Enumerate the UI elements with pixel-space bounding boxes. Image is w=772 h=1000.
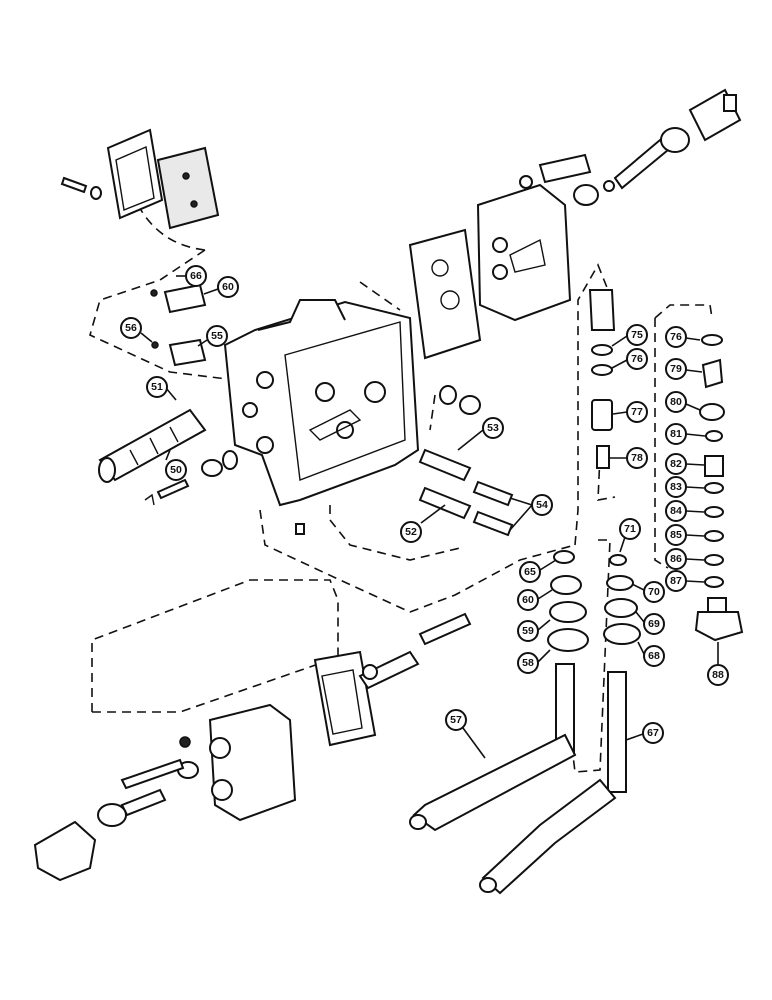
spool-assembly xyxy=(98,408,238,506)
callout-58: 58 xyxy=(517,649,551,674)
callout-78: 78 xyxy=(610,447,648,469)
callout-83: 83 xyxy=(665,476,705,498)
callout-51: 51 xyxy=(146,376,177,401)
callout-80: 80 xyxy=(665,391,701,413)
svg-text:67: 67 xyxy=(647,727,659,739)
callout-54: 54 xyxy=(509,494,553,531)
svg-text:59: 59 xyxy=(522,625,534,637)
svg-text:54: 54 xyxy=(536,499,548,511)
control-levers xyxy=(409,663,627,895)
callout-71: 71 xyxy=(619,518,641,553)
svg-text:88: 88 xyxy=(712,669,724,681)
svg-text:86: 86 xyxy=(670,553,682,565)
callout-85: 85 xyxy=(665,524,705,546)
cover-plate-assembly xyxy=(60,128,220,230)
callout-labels: 66 60 56 55 51 50 53 xyxy=(120,265,729,759)
svg-text:57: 57 xyxy=(450,714,462,726)
callout-55: 55 xyxy=(197,325,228,347)
callout-84: 84 xyxy=(665,500,705,522)
svg-text:50: 50 xyxy=(170,464,182,476)
callout-82: 82 xyxy=(665,453,705,475)
svg-text:66: 66 xyxy=(190,270,202,282)
svg-text:80: 80 xyxy=(670,396,682,408)
callout-76a: 76 xyxy=(611,348,648,370)
svg-text:77: 77 xyxy=(631,406,643,418)
callout-88: 88 xyxy=(707,642,729,686)
svg-text:55: 55 xyxy=(211,330,223,342)
svg-text:51: 51 xyxy=(151,381,163,393)
callout-76b: 76 xyxy=(665,326,701,348)
svg-text:70: 70 xyxy=(648,586,660,598)
callout-66: 66 xyxy=(176,265,207,287)
callout-68: 68 xyxy=(637,641,665,667)
assembly-guide-lines xyxy=(89,204,713,773)
callout-59: 59 xyxy=(517,619,551,642)
callout-86: 86 xyxy=(665,548,705,570)
callout-50: 50 xyxy=(165,449,187,481)
svg-text:75: 75 xyxy=(631,329,643,341)
svg-text:76: 76 xyxy=(670,331,682,343)
upper-gasket-and-plate xyxy=(408,153,592,360)
callout-67: 67 xyxy=(625,722,664,744)
svg-text:60: 60 xyxy=(522,594,534,606)
svg-text:53: 53 xyxy=(487,422,499,434)
lower-end-housing xyxy=(33,612,472,882)
svg-text:84: 84 xyxy=(670,505,682,517)
callout-61: 65 xyxy=(519,559,557,583)
small-parts-upper-left xyxy=(150,283,207,367)
callout-75: 75 xyxy=(611,324,648,347)
callout-52: 52 xyxy=(400,504,446,543)
svg-text:56: 56 xyxy=(125,322,137,334)
plungers-and-springs xyxy=(418,385,514,537)
callout-60: 60 xyxy=(517,589,553,611)
svg-text:83: 83 xyxy=(670,481,682,493)
svg-text:68: 68 xyxy=(648,650,660,662)
callout-70: 70 xyxy=(631,581,665,603)
valve-body xyxy=(223,299,420,535)
svg-text:65: 65 xyxy=(524,566,536,578)
svg-text:82: 82 xyxy=(670,458,682,470)
svg-text:71: 71 xyxy=(624,523,636,535)
svg-text:58: 58 xyxy=(522,657,534,669)
svg-text:69: 69 xyxy=(648,618,660,630)
svg-text:87: 87 xyxy=(670,575,682,587)
callout-77: 77 xyxy=(612,401,648,423)
svg-text:85: 85 xyxy=(670,529,682,541)
callout-87: 87 xyxy=(665,570,705,592)
callout-79: 79 xyxy=(665,358,703,380)
callout-53: 53 xyxy=(457,417,504,451)
relief-valve-top xyxy=(573,88,742,206)
seal-rings xyxy=(547,550,641,652)
svg-text:79: 79 xyxy=(670,363,682,375)
callout-57: 57 xyxy=(445,709,486,759)
callout-56: 56 xyxy=(120,317,153,343)
callout-69: 69 xyxy=(635,611,665,635)
svg-text:81: 81 xyxy=(670,428,682,440)
callout-81: 81 xyxy=(665,423,706,445)
svg-text:52: 52 xyxy=(405,526,417,538)
svg-text:60: 60 xyxy=(222,281,234,293)
svg-text:78: 78 xyxy=(631,452,643,464)
callout-65: 60 xyxy=(203,276,239,298)
svg-text:76: 76 xyxy=(631,353,643,365)
right-column-parts xyxy=(588,289,744,642)
